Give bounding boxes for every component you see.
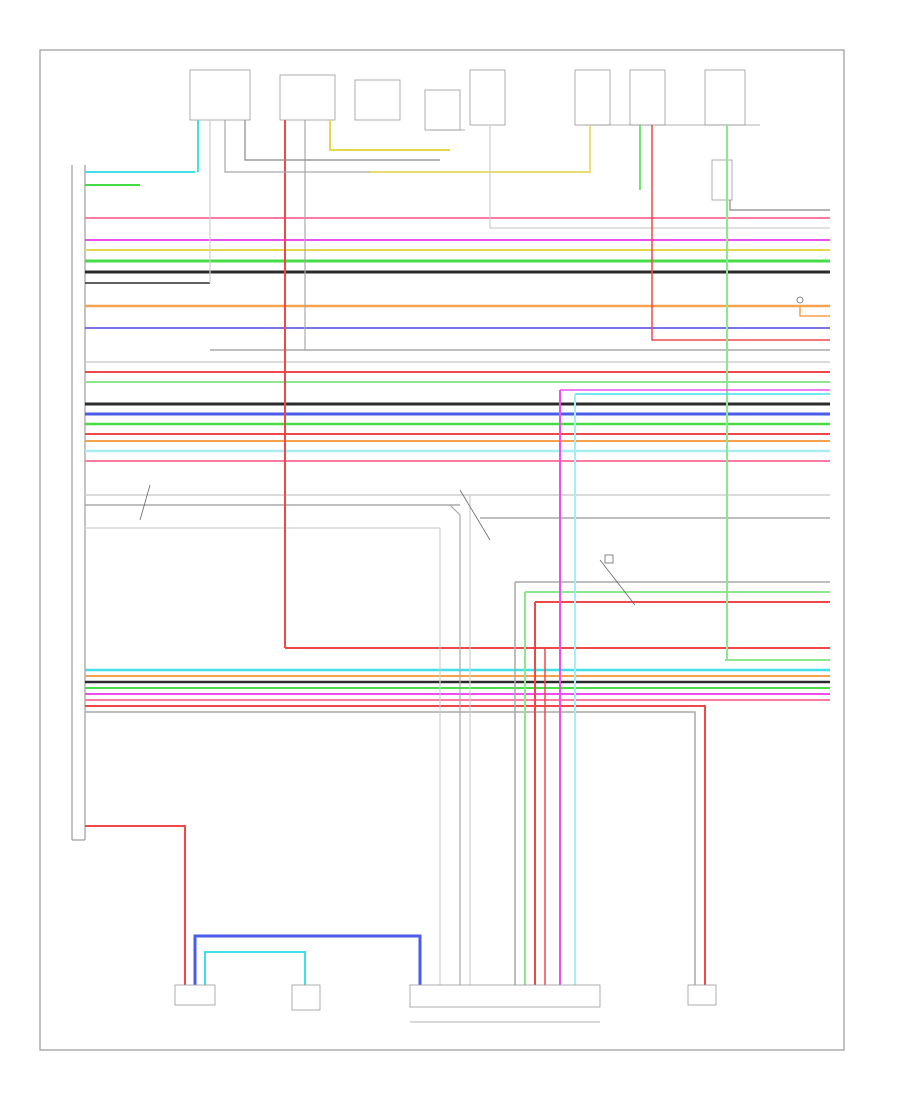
vwire-gray-h [449, 504, 461, 985]
vwire-yellow-a [329, 120, 450, 151]
bottom-connectors [174, 984, 717, 1023]
top-connectors [189, 69, 760, 201]
wire-red-5 [85, 825, 186, 985]
wire-bundle-lower [85, 581, 830, 985]
wire-bundle-middle [85, 402, 830, 529]
vertical-wires [193, 120, 830, 985]
vwire-gray-b [224, 120, 590, 173]
main-control-module [71, 165, 86, 841]
vwire-blue-loop [193, 934, 422, 985]
note-block [305, 555, 415, 615]
vwire-pink-a [651, 125, 830, 341]
wire-bundle-upper [85, 171, 830, 383]
vwire-yellow-b [370, 125, 591, 173]
vwire-gray-c [244, 120, 440, 161]
wire-gray-8 [85, 711, 696, 985]
vwire-black-a [729, 200, 830, 211]
vwire-cyan-loop [204, 951, 306, 985]
diagram-border [39, 49, 845, 1051]
component-marks [139, 296, 804, 606]
vwire-lightgreen-a [726, 125, 830, 661]
wire-pink-4 [85, 705, 706, 985]
vwire-orange-a [770, 305, 830, 317]
vwire-gray-d [489, 125, 830, 229]
